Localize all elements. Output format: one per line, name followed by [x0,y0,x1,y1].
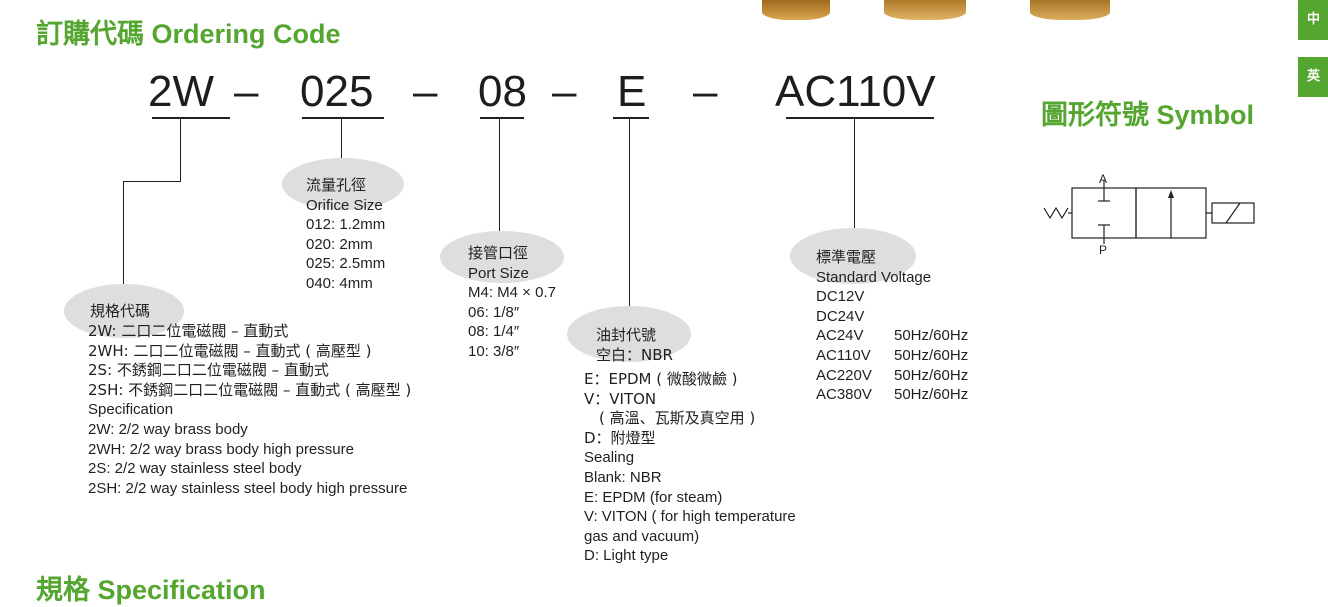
flow-arrow-icon [1168,190,1174,198]
spring-icon [1043,206,1069,220]
orifice-line: 040: 4mm [306,274,373,292]
product-image-1 [762,0,830,20]
spec-line: 2W: 二口二位電磁閥 – 直動式 [88,322,289,340]
underline-type [152,117,230,119]
orifice-list: 流量孔徑 Orifice Size 012: 1.2mm 020: 2mm 02… [306,176,385,294]
bubble-orifice [282,158,404,210]
seal-line: Blank: NBR [584,468,662,486]
bubble-port [440,231,564,283]
seal-list-2: E：EPDM ( 微酸微鹼 ) V：VITON ( 高溫、瓦斯及真空用 ) D：… [584,370,796,566]
voltage-ac-hz: 50Hz/60Hz [894,366,969,384]
voltage-ac-row: AC24V 50Hz/60Hz [816,326,968,346]
underline-seal [613,117,649,119]
port-line: 10: 3/8″ [468,342,520,360]
seal-line: D: Light type [584,547,669,565]
underline-orifice [302,117,384,119]
connector-type-h [123,181,181,182]
code-dash-1: – [234,67,259,116]
connector-type-v2 [123,181,124,293]
code-part-port: 08 [478,67,527,116]
side-tab-2-label: 英 [1307,68,1321,83]
port-line: 06: 1/8″ [468,303,520,321]
voltage-line: Standard Voltage [816,268,932,286]
voltage-ac-value: AC220V [816,366,872,384]
spec-line: 2WH: 二口二位電磁閥 – 直動式 ( 高壓型 ) [88,341,372,360]
seal-heading: 油封代號 [596,326,657,344]
voltage-heading: 標準電壓 [816,248,877,266]
port-heading: 接管口徑 [468,244,529,262]
code-part-seal: E [617,67,647,116]
voltage-ac-row: AC380V 50Hz/60Hz [816,385,968,405]
orifice-line: 025: 2.5mm [306,255,386,273]
code-dash-4: – [693,67,718,116]
bubble-spec [64,284,184,338]
symbol-port-a: A [1099,172,1107,186]
seal-line: V: VITON ( for high temperature [584,508,796,526]
orifice-line: 020: 2mm [306,235,373,253]
product-image-3 [1030,0,1110,20]
underline-port [480,117,524,119]
spec-heading: 規格代碼 [90,302,151,320]
connector-voltage [854,118,855,236]
code-dash-3: – [552,67,577,116]
seal-line: E：EPDM ( 微酸微鹼 ) [584,370,738,388]
voltage-ac-value: AC110V [816,346,871,364]
code-part-voltage: AC110V [775,67,936,116]
voltage-line: DC24V [816,307,865,325]
spec-line: 2SH: 2/2 way stainless steel body high p… [88,479,408,497]
side-tab-1[interactable]: 中 [1298,0,1328,40]
symbol-title: 圖形符號 Symbol [1041,100,1255,130]
port-line: Port Size [468,264,529,282]
seal-line: Sealing [584,449,635,467]
solenoid-icon [1211,202,1255,224]
underline-voltage [786,117,934,119]
code-part-type: 2W [148,67,214,116]
code-part-orifice: 025 [300,67,374,116]
spec-line: Specification [88,401,174,419]
orifice-heading: 流量孔徑 [306,176,367,194]
voltage-list: 標準電壓 Standard Voltage DC12V DC24V AC24V 5… [816,248,968,405]
port-line: 08: 1/4″ [468,323,520,341]
voltage-ac-value: AC24V [816,327,864,345]
seal-line: 空白：NBR [596,345,673,364]
seal-line: V：VITON [584,389,657,408]
seal-line: D：附燈型 [584,428,656,447]
connector-orifice [341,118,342,166]
port-list: 接管口徑 Port Size M4: M4 × 0.7 06: 1/8″ 08:… [468,244,556,362]
spec-line: 2S: 2/2 way stainless steel body [88,460,302,478]
seal-list: 油封代號 空白：NBR [596,326,673,365]
spec-line: 2W: 2/2 way brass body [88,420,248,438]
code-dash-2: – [413,67,438,116]
orifice-line: 012: 1.2mm [306,216,386,234]
connector-seal [629,118,630,314]
specification-title: 規格 Specification [36,575,266,605]
side-tab-1-label: 中 [1307,11,1321,26]
product-image-2 [884,0,966,20]
seal-line: E: EPDM (for steam) [584,488,723,506]
seal-line: ( 高溫、瓦斯及真空用 ) [584,409,756,428]
voltage-ac-hz: 50Hz/60Hz [894,327,969,345]
bubble-voltage [790,228,916,284]
valve-symbol-diagram: A P [1043,172,1255,257]
connector-port [499,118,500,240]
symbol-port-p: P [1099,243,1107,257]
voltage-ac-row: AC220V 50Hz/60Hz [816,366,968,386]
spec-list: 2W: 二口二位電磁閥 – 直動式 2WH: 二口二位電磁閥 – 直動式 ( 高… [88,322,411,498]
spec-line: 2SH: 不銹鋼二口二位電磁閥 – 直動式 ( 高壓型 ) [88,380,412,399]
ordering-code-title: 訂購代碼 Ordering Code [36,19,341,49]
voltage-ac-hz: 50Hz/60Hz [894,346,969,364]
voltage-ac-hz: 50Hz/60Hz [894,386,969,404]
voltage-line: DC12V [816,288,865,306]
orifice-line: Orifice Size [306,196,383,214]
seal-line: gas and vacuum) [584,527,700,545]
voltage-ac-row: AC110V 50Hz/60Hz [816,346,968,366]
spec-line: 2S: 不銹鋼二口二位電磁閥 – 直動式 [88,361,329,380]
side-tab-2[interactable]: 英 [1298,57,1328,97]
bubble-seal [567,306,691,362]
voltage-ac-value: AC380V [816,386,872,404]
port-line: M4: M4 × 0.7 [468,284,556,302]
connector-type-v1 [180,118,181,182]
spec-line: 2WH: 2/2 way brass body high pressure [88,440,354,458]
